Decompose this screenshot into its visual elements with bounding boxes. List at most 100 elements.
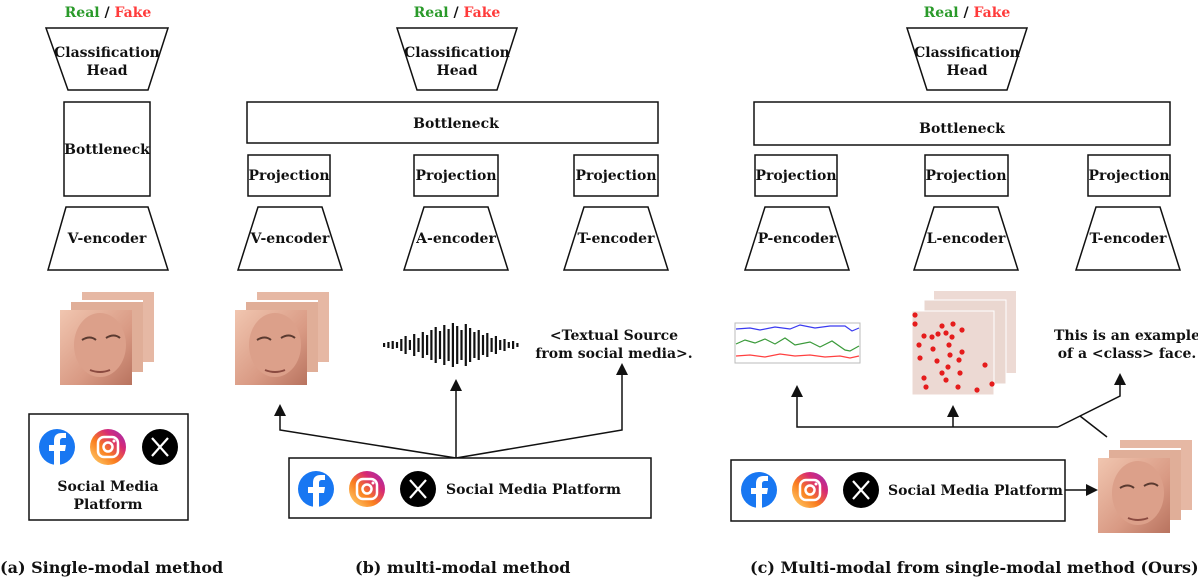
v-encoder: V-encoder <box>47 206 170 271</box>
svg-text:Social Media Platform: Social Media Platform <box>888 483 1063 499</box>
waveform-bar <box>447 329 450 361</box>
instagram-icon <box>790 470 830 510</box>
facebook-icon <box>741 472 777 508</box>
a-encoder: A-encoder <box>402 206 510 271</box>
svg-text:Projection: Projection <box>1088 168 1169 184</box>
waveform-bar <box>395 342 399 348</box>
waveform-bar <box>490 338 493 352</box>
waveform-bar <box>400 339 403 351</box>
landmark-point <box>947 352 953 358</box>
output-label-b: Real / Fake <box>414 5 501 21</box>
svg-text:of a <class> face.: of a <class> face. <box>1058 346 1197 362</box>
waveform-bar <box>438 331 442 359</box>
landmark-point <box>923 384 929 390</box>
svg-text:Projection: Projection <box>925 168 1006 184</box>
face-image-stack <box>234 289 330 386</box>
projection-t: Projection <box>573 154 659 197</box>
waveform-bar <box>387 342 390 348</box>
waveform-bar <box>383 343 386 347</box>
svg-text:Bottleneck: Bottleneck <box>413 116 499 132</box>
svg-text:V-encoder: V-encoder <box>67 231 147 247</box>
svg-text:Platform: Platform <box>74 497 143 513</box>
waveform-bar <box>503 339 506 351</box>
waveform-bar <box>404 336 407 354</box>
landmark-point <box>912 321 918 327</box>
landmark-point <box>921 333 927 339</box>
instagram-icon <box>88 427 128 467</box>
waveform-bar <box>456 326 459 364</box>
projection-p: Projection <box>754 154 838 197</box>
landmark-point <box>912 312 918 318</box>
landmark-point <box>946 342 952 348</box>
facebook-icon <box>298 471 334 507</box>
svg-text:<Textual Source: <Textual Source <box>550 328 678 344</box>
arrows <box>274 363 628 459</box>
audio-waveform-icon <box>383 323 519 367</box>
landmark-point <box>943 330 949 336</box>
svg-text:Head: Head <box>947 63 988 79</box>
social-media-platform-box: Social Media Platform <box>730 459 1066 522</box>
svg-text:This is an example: This is an example <box>1054 328 1198 344</box>
t-encoder: T-encoder <box>562 206 670 271</box>
social-media-platform-box: Social Media Platform <box>28 413 189 521</box>
classification-head: Classification Head <box>44 27 170 91</box>
waveform-bar <box>451 323 454 367</box>
svg-text:Projection: Projection <box>248 168 329 184</box>
waveform-bar <box>426 335 429 355</box>
projection-t: Projection <box>1087 154 1171 197</box>
waveform-bar <box>430 330 433 360</box>
waveform-bar <box>499 340 502 350</box>
landmark-point <box>917 355 923 361</box>
svg-text:Head: Head <box>87 63 128 79</box>
landmark-point <box>955 384 961 390</box>
landmark-point <box>989 381 995 387</box>
landmark-point <box>943 377 949 383</box>
waveform-bar <box>460 330 463 360</box>
panel-c: Classification Head Bottleneck Projectio… <box>730 27 1198 577</box>
svg-text:Projection: Projection <box>755 168 836 184</box>
text-prompt: This is an example of a <class> face. <box>1054 328 1198 362</box>
output-label-a: Real / Fake <box>65 5 152 21</box>
svg-text:V-encoder: V-encoder <box>250 231 330 247</box>
landmark-point <box>974 387 980 393</box>
svg-text:Classification: Classification <box>914 45 1020 61</box>
waveform-bar <box>469 328 472 362</box>
svg-text:T-encoder: T-encoder <box>1090 231 1168 247</box>
waveform-bar <box>477 330 480 360</box>
face-image-stack <box>1097 437 1193 534</box>
projection-l: Projection <box>924 154 1009 197</box>
x-icon <box>841 470 881 510</box>
output-label-c: Real / Fake <box>924 5 1011 21</box>
landmark-point <box>957 370 963 376</box>
svg-text:L-encoder: L-encoder <box>927 231 1006 247</box>
facial-landmarks-stack <box>911 291 1016 396</box>
svg-text:Classification: Classification <box>404 45 510 61</box>
arrows <box>791 373 1126 496</box>
instagram-icon <box>347 469 387 509</box>
waveform-bar <box>443 325 446 365</box>
svg-text:Head: Head <box>437 63 478 79</box>
svg-text:A-encoder: A-encoder <box>415 231 496 247</box>
landmark-point <box>939 323 945 329</box>
waveform-bar <box>391 341 394 349</box>
landmark-point <box>959 327 965 333</box>
waveform-bar <box>421 332 424 358</box>
svg-text:Bottleneck: Bottleneck <box>919 121 1005 137</box>
panel-a: Classification Head Bottleneck V-encoder… <box>0 27 223 577</box>
svg-text:Real / Fake: Real / Fake <box>924 5 1011 21</box>
waveform-bar <box>516 343 519 347</box>
svg-text:Real / Fake: Real / Fake <box>414 5 501 21</box>
v-encoder: V-encoder <box>236 206 344 271</box>
landmark-point <box>935 331 941 337</box>
svg-text:T-encoder: T-encoder <box>578 231 656 247</box>
svg-text:Projection: Projection <box>415 168 496 184</box>
svg-text:Real / Fake: Real / Fake <box>65 5 152 21</box>
bottleneck: Bottleneck <box>753 101 1171 146</box>
waveform-bar <box>473 332 476 358</box>
bottleneck: Bottleneck <box>246 101 659 144</box>
waveform-bar <box>408 340 411 350</box>
t-encoder: T-encoder <box>1074 206 1182 271</box>
landmark-point <box>929 334 935 340</box>
